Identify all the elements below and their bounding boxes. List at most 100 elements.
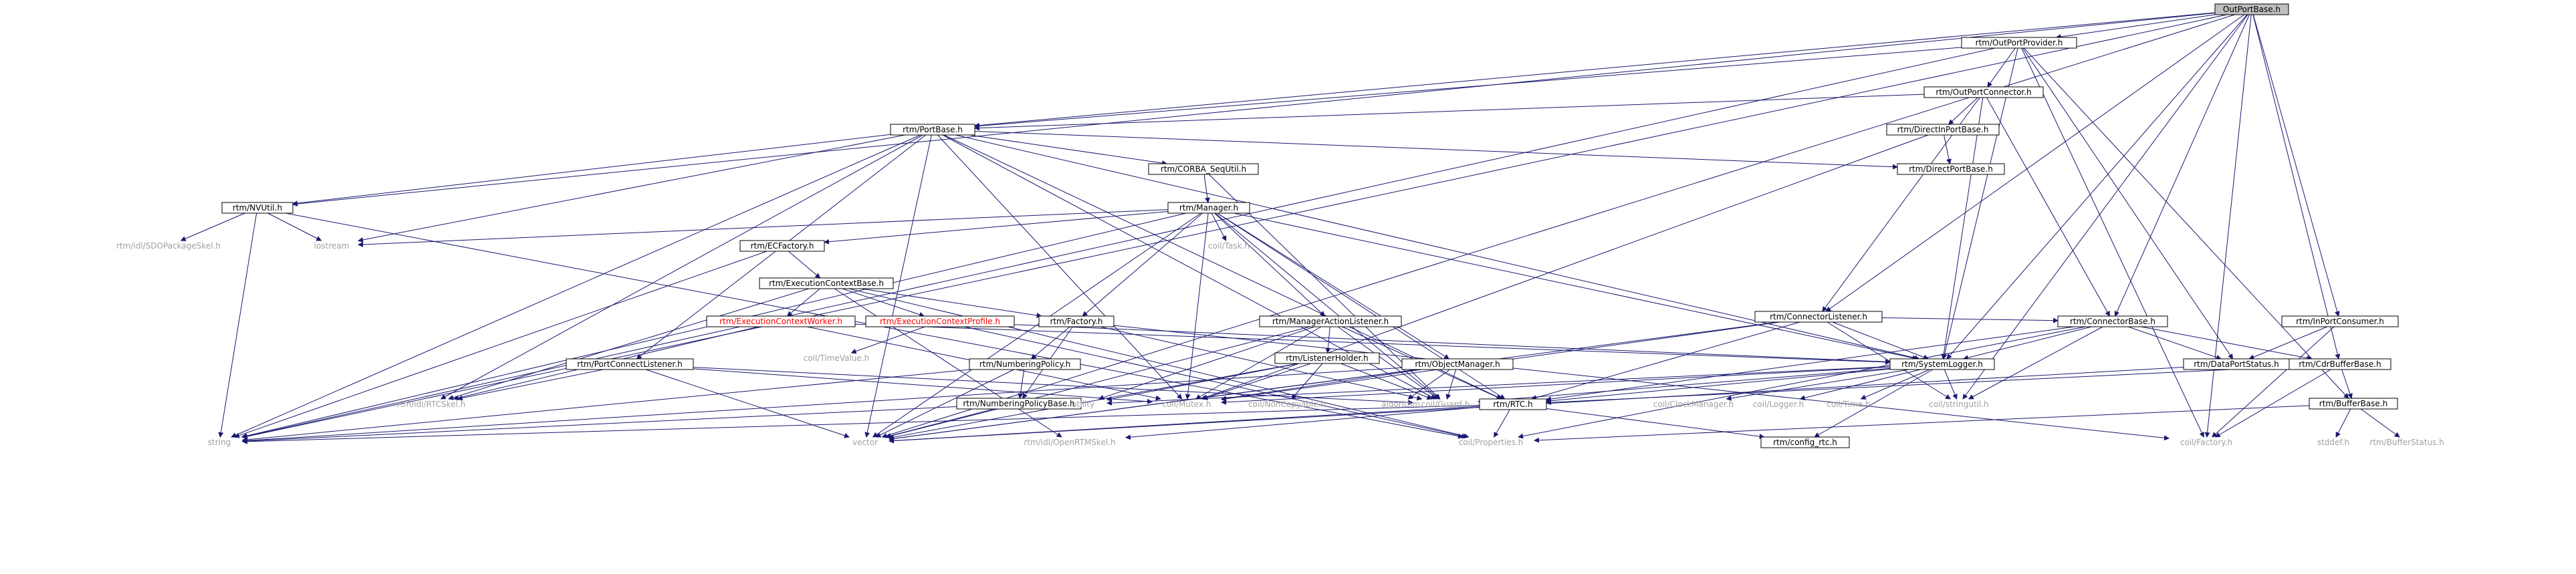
node-ecprofile[interactable]: rtm/ExecutionContextProfile.h [865, 315, 1015, 327]
node-inportconsumer[interactable]: rtm/InPortConsumer.h [2281, 315, 2399, 327]
node-box [2214, 3, 2289, 15]
edge-portbase-to-nvutil [292, 134, 891, 206]
node-box [1479, 398, 1547, 410]
node-directinportbase[interactable]: rtm/DirectInPortBase.h [1886, 124, 2000, 136]
node-label: rtm/DirectInPortBase.h [1897, 125, 1989, 134]
node-config_rtc[interactable]: rtm/config_rtc.h [1760, 436, 1850, 448]
node-connectorlistener[interactable]: rtm/ConnectorListener.h [1754, 311, 1883, 323]
node-box [706, 315, 856, 327]
edge-systemlogger-to-config_rtc [1814, 369, 1934, 438]
node-outportconnector[interactable]: rtm/OutPortConnector.h [1923, 86, 2044, 98]
edge-outportbase-to-inportconsumer [2252, 14, 2340, 317]
edge-systemlogger-to-coil_logger [1799, 369, 1921, 401]
edge-rtc-to-vector [889, 406, 1480, 444]
node-label: rtm/idl/RTCSkel.h [397, 400, 465, 409]
node-dataportstatus[interactable]: rtm/DataPortStatus.h [2183, 358, 2290, 370]
edge-outportconnector-to-portbase [974, 94, 1925, 131]
edge-nvutil-to-string [218, 212, 257, 438]
edge-manager-to-systemlogger [1234, 212, 1918, 361]
node-label: coil/TimeValue.h [804, 353, 869, 363]
node-numberingpolicy[interactable]: rtm/NumberingPolicy.h [969, 358, 1081, 370]
node-cdrbufferbase[interactable]: rtm/CdrBufferBase.h [2289, 358, 2391, 370]
edge-managerActionListener-to-coil_mutex [1195, 326, 1322, 400]
node-box [1897, 163, 2005, 175]
edge-executioncontextbase-to-factory [861, 288, 1042, 318]
node-ecworker[interactable]: rtm/ExecutionContextWorker.h [706, 315, 856, 327]
edge-systemlogger-to-rtc [1546, 368, 1891, 404]
node-label: rtm/ConnectorListener.h [1770, 312, 1867, 321]
node-systemlogger[interactable]: rtm/SystemLogger.h [1889, 358, 1995, 370]
edge-ecfactory-to-executioncontextbase [788, 251, 821, 279]
node-box [1889, 358, 1995, 370]
edge-outportbase-to-string [242, 14, 2227, 439]
node-factory[interactable]: rtm/Factory.h [1038, 315, 1115, 327]
edge-portbase-to-rtcskel [440, 134, 923, 400]
node-label: algorithm [1381, 400, 1420, 409]
edge-outportbase-to-connectorbase [2114, 14, 2250, 317]
edge-cdrbufferbase-to-bufferbase [2341, 369, 2353, 399]
edge-rtc-to-string [242, 404, 1480, 444]
edge-objectmanager-to-coil_guard [1445, 369, 1457, 400]
node-box [1148, 163, 1259, 175]
node-ecfactory[interactable]: rtm/ECFactory.h [739, 240, 825, 252]
node-string: string [208, 438, 231, 447]
node-coil_mutex: coil/Mutex.h [1162, 400, 1211, 409]
edge-inportconsumer-to-dataportstatus [2248, 326, 2327, 360]
node-box [1401, 358, 1514, 370]
node-corba_sequtil[interactable]: rtm/CORBA_SeqUtil.h [1148, 163, 1259, 175]
node-numberingpolicybase[interactable]: rtm/NumberingPolicyBase.h [956, 398, 1082, 410]
edge-manager-to-ecfactory [824, 210, 1169, 245]
edge-managerActionListener-to-listenerholder [1325, 326, 1331, 353]
edge-manager-to-iostream [358, 209, 1169, 247]
edge-nvutil-to-sdopackageskel [180, 212, 245, 241]
node-label: rtm/ExecutionContextWorker.h [719, 317, 842, 326]
node-objectmanager[interactable]: rtm/ObjectManager.h [1401, 358, 1514, 370]
edge-ecworker-to-systemlogger [854, 323, 1891, 365]
edge-outportconnector-to-systemlogger [1941, 97, 1984, 360]
node-label: stddef.h [2317, 438, 2349, 447]
node-algorithm: algorithm [1381, 400, 1420, 409]
node-executioncontextbase[interactable]: rtm/ExecutionContextBase.h [759, 277, 894, 289]
edge-connectorbase-to-rtc [1546, 326, 2075, 402]
node-outportprovider[interactable]: rtm/OutPortProvider.h [1961, 37, 2077, 49]
node-portconnectlistener[interactable]: rtm/PortConnectListener.h [566, 358, 694, 370]
edge-listenerholder-to-coil_noncopyable [1291, 363, 1323, 400]
edge-rtc-to-config_rtc [1546, 408, 1765, 440]
edge-bufferbase-to-stddef [2335, 408, 2351, 438]
node-connectorbase[interactable]: rtm/ConnectorBase.h [2057, 315, 2168, 327]
edge-portbase-to-rtc [943, 134, 1503, 400]
node-coil_noncopyable: coil/NonCopyable.h [1248, 400, 1326, 409]
node-label: string [208, 438, 231, 447]
edge-outportbase-to-outportprovider [2055, 14, 2216, 39]
edge-numberingpolicybase-to-string [242, 406, 957, 444]
edge-portconnectlistener-to-vector [645, 369, 850, 438]
edge-outportbase-to-portbase [974, 12, 2216, 128]
node-label: rtm/CdrBufferBase.h [2299, 360, 2381, 369]
node-portbase[interactable]: rtm/PortBase.h [890, 124, 975, 136]
node-rtc[interactable]: rtm/RTC.h [1479, 398, 1547, 410]
node-listenerholder[interactable]: rtm/ListenerHolder.h [1274, 352, 1380, 364]
edge-portbase-to-directportbase [974, 130, 1898, 170]
edge-manager-to-coil_mutex [1185, 212, 1209, 400]
edge-factory-to-coil_guard [1100, 326, 1423, 401]
edge-outportprovider-to-outportconnector [1987, 47, 2016, 88]
edge-bufferbase-to-coil_properties [1534, 405, 2310, 443]
node-coil_timevalue: coil/TimeValue.h [804, 353, 869, 363]
edge-objectmanager-to-algorithm [1407, 369, 1450, 400]
node-box [1259, 315, 1402, 327]
node-bufferbase[interactable]: rtm/BufferBase.h [2309, 398, 2398, 410]
node-outportbase[interactable]: OutPortBase.h [2214, 3, 2289, 15]
node-box [2281, 315, 2399, 327]
node-manager[interactable]: rtm/Manager.h [1167, 202, 1250, 214]
node-nvutil[interactable]: rtm/NVUtil.h [221, 202, 294, 214]
edge-managerActionListener-to-coil_guard [1337, 326, 1439, 400]
edge-outportconnector-to-connectorbase [1986, 97, 2110, 317]
edge-ecprofile-to-coil_properties [964, 326, 1468, 439]
edge-executioncontextbase-to-ecworker [786, 288, 820, 317]
node-label: coil/Guard.h [1421, 400, 1470, 409]
node-directportbase[interactable]: rtm/DirectPortBase.h [1897, 163, 2005, 175]
edge-systemlogger-to-coil_stringutil [1944, 369, 1958, 400]
edge-outportconnector-to-directinportbase [1948, 97, 1978, 125]
edge-systemlogger-to-coil_guard [1478, 368, 1891, 404]
node-managerActionListener[interactable]: rtm/ManagerActionListener.h [1259, 315, 1402, 327]
